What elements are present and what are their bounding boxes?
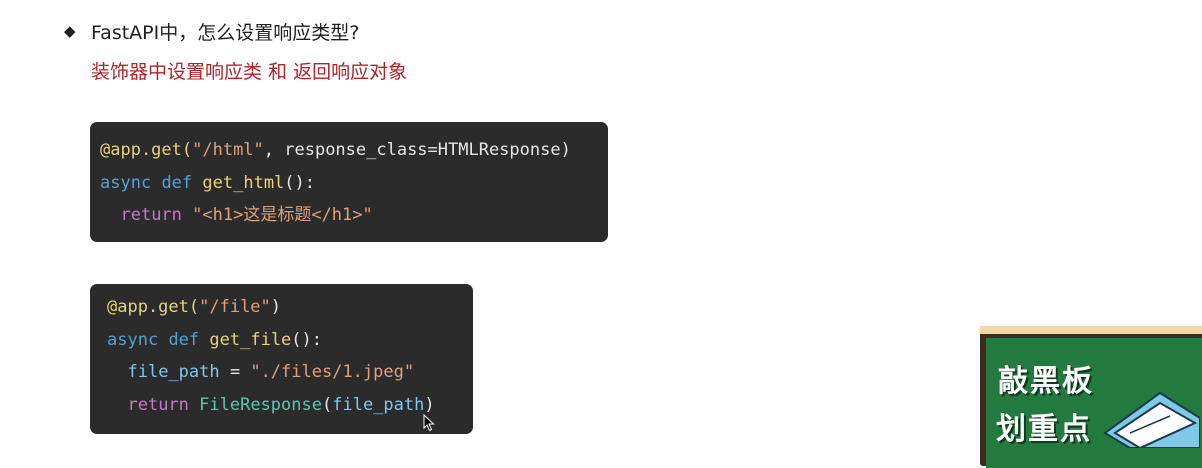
route-path: "/file" — [199, 297, 271, 317]
file-path-string: "./files/1.jpeg" — [250, 362, 415, 382]
envelope-icon — [1103, 391, 1200, 448]
variable-name: file_path — [127, 362, 220, 382]
async-keyword: async — [100, 172, 152, 193]
code-block-file-response: @app.get("/file") async def get_file(): … — [90, 284, 473, 434]
question-line: ◆ FastAPI中，怎么设置响应类型? — [64, 17, 359, 45]
question-text: FastAPI中，怎么设置响应类型? — [91, 21, 360, 44]
code-lines: @app.get("/file") async def get_file(): … — [107, 291, 473, 421]
code-line: @app.get("/file") — [107, 297, 281, 317]
diamond-bullet-icon: ◆ — [64, 22, 76, 40]
function-name: get_file — [209, 329, 292, 350]
code-line: @app.get("/html", response_class=HTMLRes… — [100, 140, 571, 160]
paren-close: ) — [270, 297, 282, 317]
signature-rest: (): — [284, 172, 316, 193]
paren-open: ( — [321, 394, 333, 415]
async-keyword: async — [107, 329, 159, 350]
answer-text: 装饰器中设置响应类 和 返回响应对象 — [91, 61, 408, 83]
function-name: get_html — [202, 172, 285, 193]
return-keyword: return — [120, 205, 182, 225]
signature-rest: (): — [291, 329, 323, 350]
code-block-html-response: @app.get("/html", response_class=HTMLRes… — [90, 122, 608, 242]
code-line: file_path = "./files/1.jpeg" — [107, 362, 414, 382]
def-keyword: def — [161, 172, 193, 193]
paren-close: ) — [424, 394, 435, 415]
blackboard-sticker: 敲黑板 划重点 — [980, 326, 1202, 468]
code-line: return "<h1>这是标题</h1>" — [100, 205, 373, 225]
assign-operator: = — [219, 362, 251, 382]
blackboard-text-1: 敲黑板 — [998, 364, 1094, 399]
class-name: FileResponse — [199, 394, 322, 415]
def-keyword: def — [168, 329, 200, 350]
code-line: async def get_file(): — [107, 330, 322, 350]
argument-name: file_path — [332, 394, 425, 415]
code-line: async def get_html(): — [100, 173, 315, 193]
code-line: return FileResponse(file_path) — [107, 394, 435, 415]
decorator: @app.get( — [107, 297, 200, 317]
route-path: "/html" — [192, 140, 264, 160]
response-class-arg: , response_class=HTMLResponse) — [263, 140, 571, 160]
return-value: "<h1>这是标题</h1>" — [192, 205, 373, 225]
return-keyword: return — [127, 394, 189, 415]
code-lines: @app.get("/html", response_class=HTMLRes… — [100, 134, 608, 232]
decorator: @app.get( — [100, 140, 193, 160]
mouse-pointer-icon — [423, 414, 435, 432]
blackboard-text-2: 划重点 — [996, 412, 1092, 447]
blackboard-top-rail — [980, 326, 1202, 336]
